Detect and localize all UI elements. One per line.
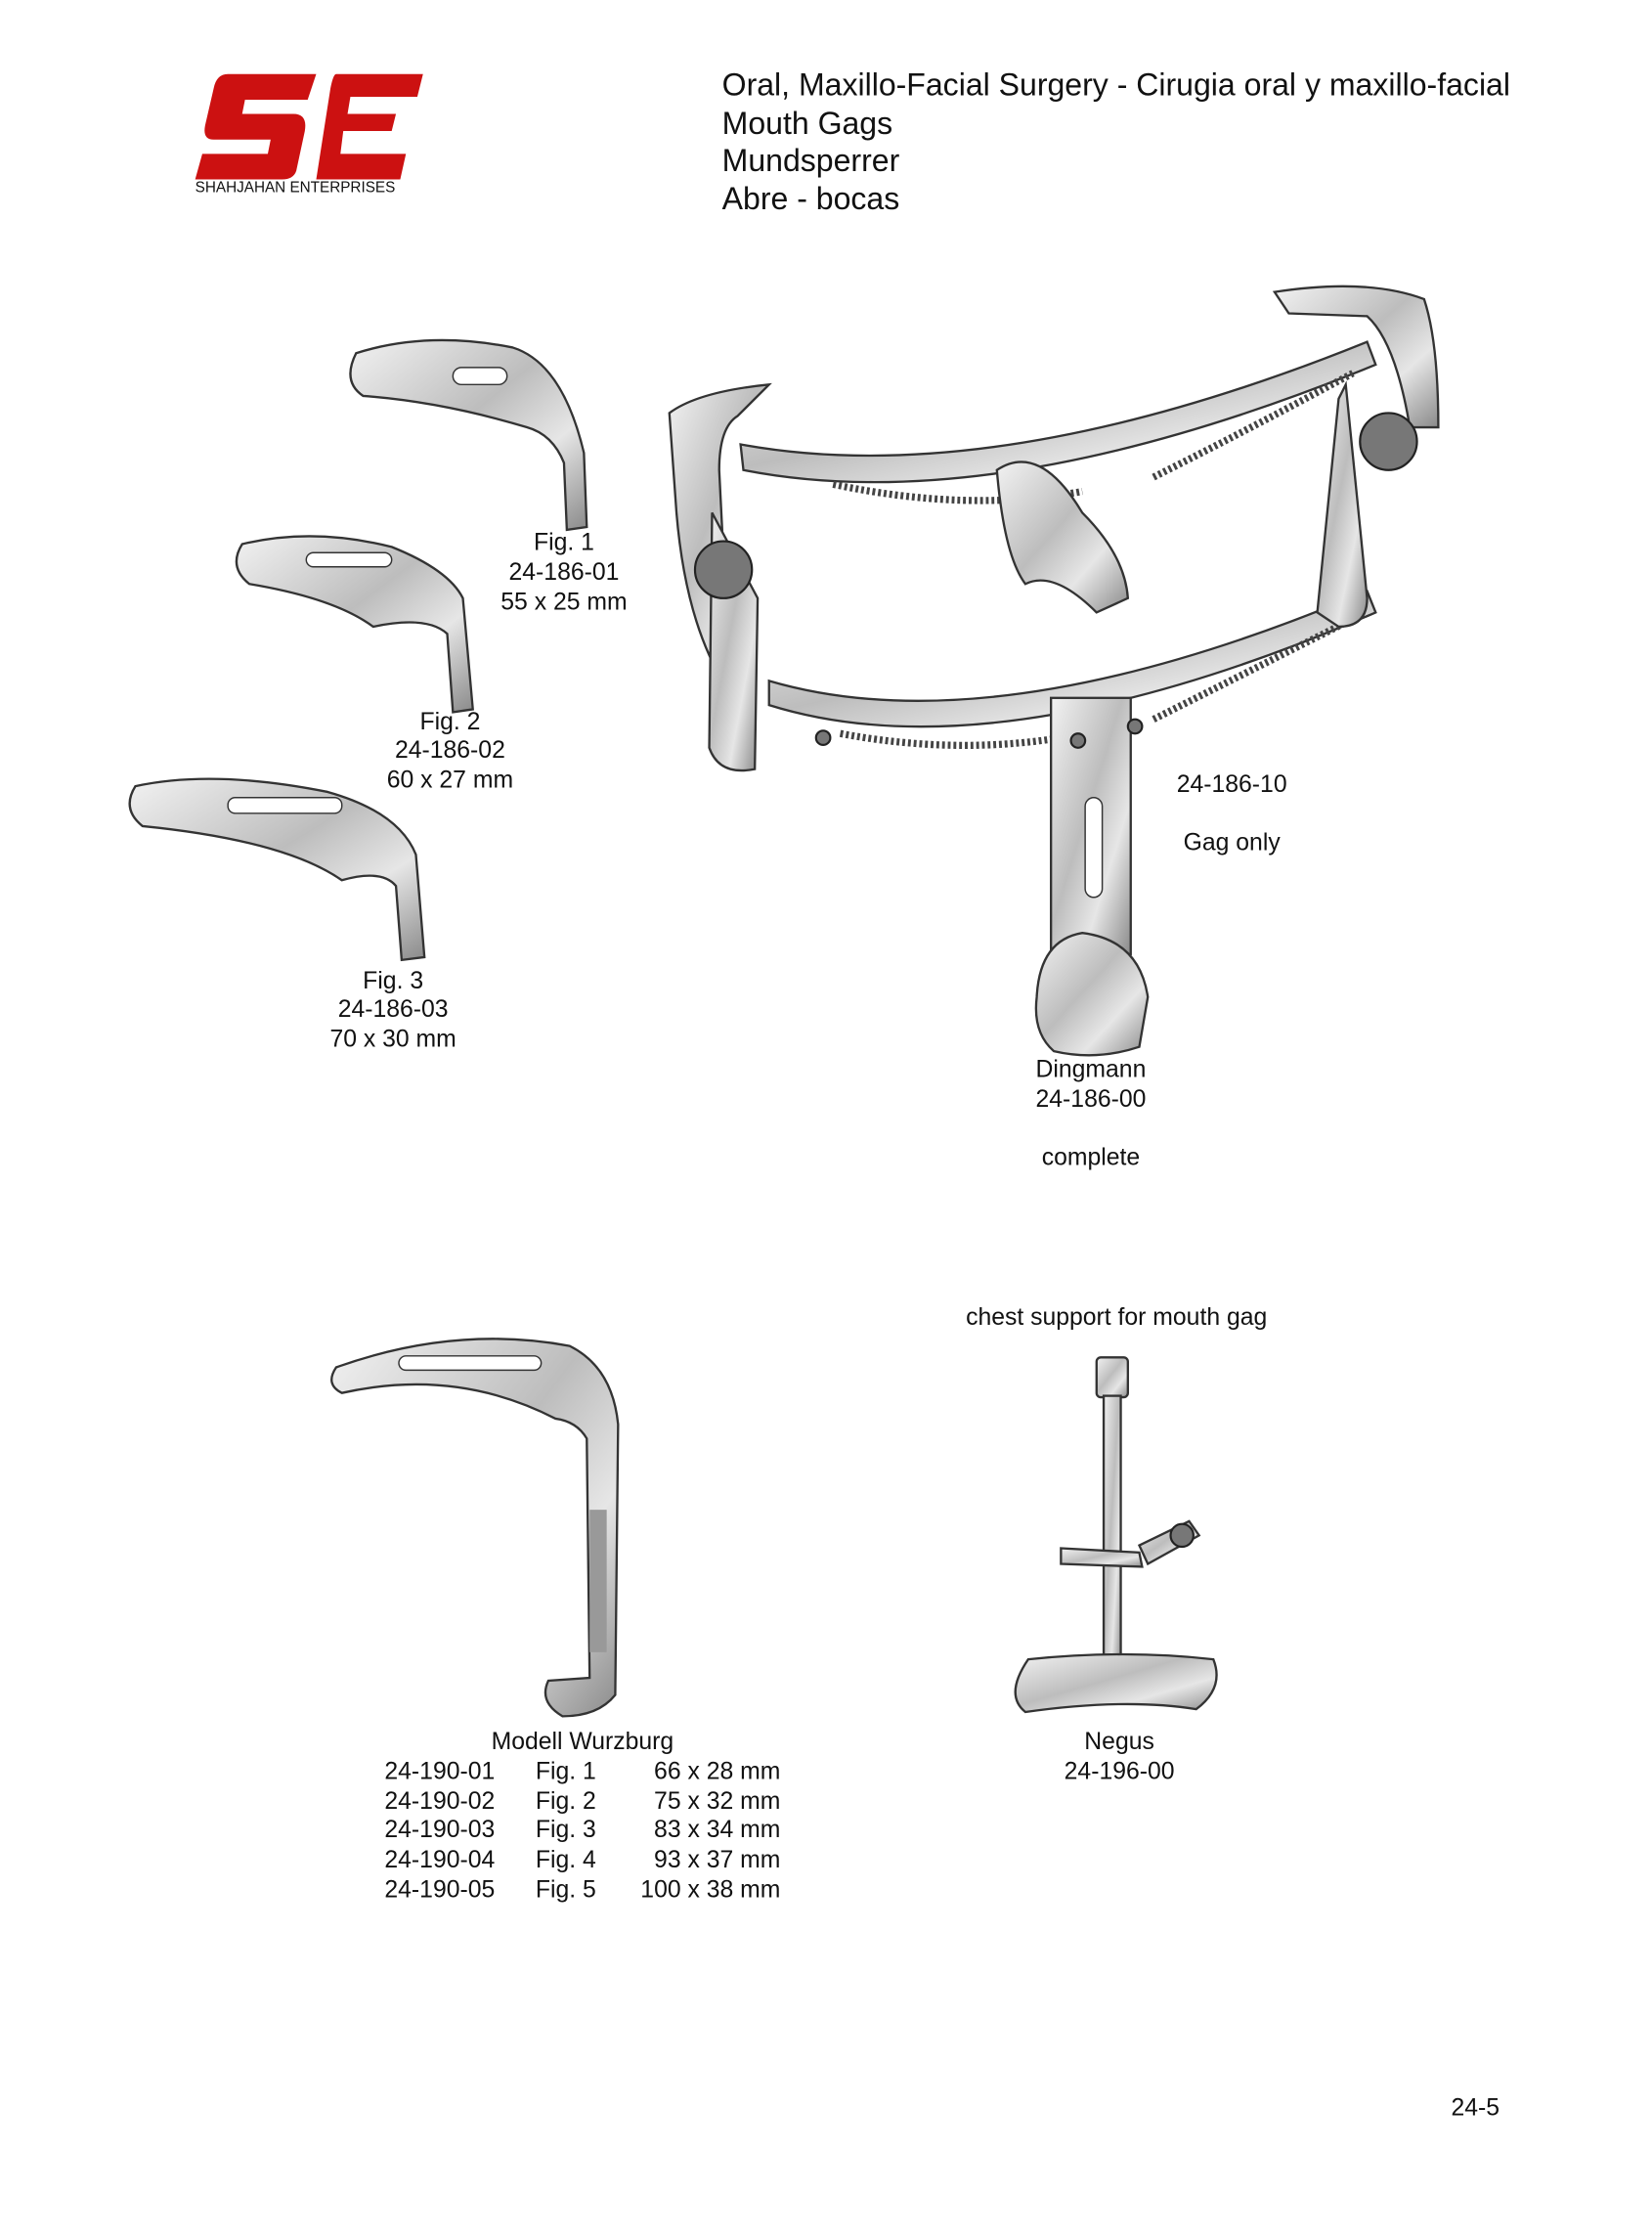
- table-row: 24-190-04 Fig. 4 93 x 37 mm: [384, 1847, 780, 1873]
- header-category: Oral, Maxillo-Facial Surgery - Cirugia o…: [722, 67, 1510, 103]
- blade-fig3-label: Fig. 3 24-186-03 70 x 30 mm: [329, 968, 456, 1053]
- table-row: 24-190-02 Fig. 2 75 x 32 mm: [384, 1788, 780, 1815]
- blade-fig2-fig: Fig. 2: [419, 709, 480, 735]
- header-title-de: Mundsperrer: [722, 143, 900, 178]
- table-row: 24-190-01 Fig. 1 66 x 28 mm: [384, 1758, 780, 1784]
- dingmann-name: Dingmann: [1036, 1056, 1147, 1082]
- page-number: 24-5: [1452, 2094, 1500, 2121]
- blade-fig2-illustration: [235, 535, 474, 714]
- dingmann-code: 24-186-00: [1036, 1086, 1147, 1113]
- row-fig: Fig. 3: [536, 1817, 596, 1843]
- row-size: 100 x 38 mm: [640, 1876, 780, 1903]
- row-size: 66 x 28 mm: [654, 1758, 780, 1784]
- dingmann-complete-label: complete: [1042, 1145, 1140, 1171]
- negus-support-illustration: [1014, 1356, 1218, 1714]
- table-row: 24-190-05 Fig. 5 100 x 38 mm: [384, 1876, 780, 1903]
- row-code: 24-190-05: [384, 1876, 495, 1903]
- row-code: 24-190-02: [384, 1788, 495, 1815]
- blade-fig1-illustration: [349, 338, 588, 532]
- row-fig: Fig. 2: [536, 1788, 596, 1815]
- row-code: 24-190-04: [384, 1847, 495, 1873]
- blade-fig1-fig: Fig. 1: [534, 529, 594, 555]
- row-size: 93 x 37 mm: [654, 1847, 780, 1873]
- dingmann-gag-illustration: [668, 285, 1440, 1057]
- blade-fig1-code: 24-186-01: [509, 559, 620, 586]
- page-header: Oral, Maxillo-Facial Surgery - Cirugia o…: [722, 67, 1510, 217]
- blade-fig2-size: 60 x 27 mm: [387, 768, 513, 794]
- table-row: 24-190-03 Fig. 3 83 x 34 mm: [384, 1817, 780, 1843]
- row-code: 24-190-01: [384, 1758, 495, 1784]
- blade-fig1-label: Fig. 1 24-186-01 55 x 25 mm: [500, 529, 627, 615]
- row-code: 24-190-03: [384, 1817, 495, 1843]
- logo-s-shape: [195, 73, 317, 180]
- wurzburg-gag-illustration: [330, 1338, 620, 1718]
- row-fig: Fig. 5: [536, 1876, 596, 1903]
- row-size: 83 x 34 mm: [654, 1817, 780, 1843]
- blade-fig3-fig: Fig. 3: [363, 968, 423, 994]
- row-fig: Fig. 4: [536, 1847, 596, 1873]
- negus-caption: chest support for mouth gag: [966, 1304, 1267, 1331]
- blade-fig1-size: 55 x 25 mm: [500, 589, 627, 615]
- blade-fig2-label: Fig. 2 24-186-02 60 x 27 mm: [387, 709, 513, 794]
- logo-company-name: SHAHJAHAN ENTERPRISES: [196, 180, 396, 197]
- wurzburg-table: Modell Wurzburg 24-190-01 Fig. 1 66 x 28…: [384, 1729, 780, 1904]
- wurzburg-title: Modell Wurzburg: [492, 1729, 674, 1755]
- negus-name: Negus: [1084, 1729, 1154, 1755]
- gag-only-label: Gag only: [1184, 830, 1282, 856]
- company-logo: SHAHJAHAN ENTERPRISES: [195, 73, 423, 197]
- header-title-es: Abre - bocas: [722, 181, 900, 216]
- row-size: 75 x 32 mm: [654, 1788, 780, 1815]
- blade-fig3-illustration: [128, 777, 426, 962]
- header-title-en: Mouth Gags: [722, 106, 892, 141]
- blade-fig3-size: 70 x 30 mm: [329, 1027, 456, 1053]
- blade-fig3-code: 24-186-03: [338, 996, 449, 1023]
- blade-fig2-code: 24-186-02: [395, 737, 505, 764]
- logo-e-shape: [316, 73, 423, 180]
- gag-only-code: 24-186-10: [1177, 771, 1287, 798]
- row-fig: Fig. 1: [536, 1758, 596, 1784]
- negus-code: 24-196-00: [1065, 1758, 1175, 1784]
